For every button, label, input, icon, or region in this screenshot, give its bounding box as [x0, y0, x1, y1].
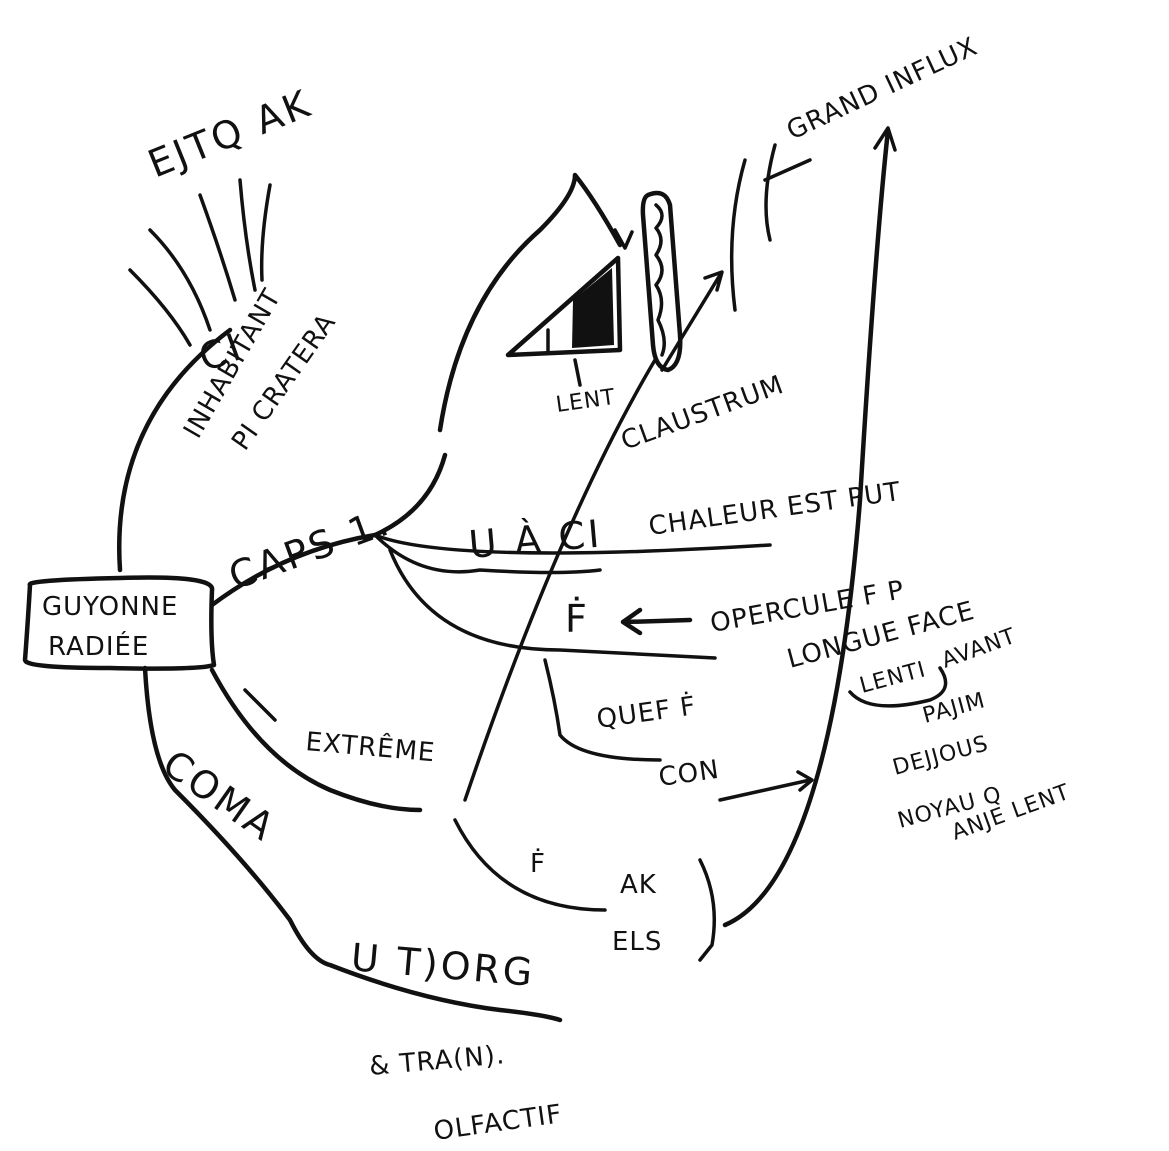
lenti-label: LENTI — [857, 657, 929, 699]
con-arrow — [718, 770, 814, 802]
extreme-hat — [243, 688, 277, 722]
quef-label: QUEF Ḟ — [595, 689, 699, 735]
outer-arc — [117, 327, 233, 573]
extreme-label: EXTRÊME — [304, 725, 436, 768]
center-node: GUYONNE RADIÉE — [22, 575, 217, 671]
f-arrow — [620, 607, 693, 636]
f-lower-label: Ḟ — [530, 847, 546, 879]
utorg-label: U T)ORG — [349, 935, 537, 995]
lent-label: LENT — [554, 385, 617, 418]
tract-label: & TRA(N). — [368, 1040, 506, 1082]
fin-arrow — [613, 228, 634, 250]
claustrum-arrow — [660, 270, 724, 372]
caps-label: CAPS 1. — [223, 499, 397, 598]
claustrum-shape — [640, 190, 683, 373]
f-dot-label: Ḟ — [565, 597, 590, 641]
branch-chaleur — [373, 533, 772, 555]
grand-influx-arc — [722, 127, 891, 928]
grand-influx-arrowhead — [873, 126, 897, 152]
branch-ak — [453, 818, 607, 912]
lentiform-triangle — [505, 255, 623, 358]
center-label-2: RADIÉE — [48, 630, 149, 662]
center-label-1: GUYONNE — [42, 592, 178, 622]
branch-coma — [142, 665, 563, 1023]
u-a-ci-label: U À CI — [467, 511, 604, 566]
lenti-underline — [848, 666, 948, 708]
chaleur-label: CHALEUR EST PUT — [647, 477, 903, 542]
branch-operculle — [373, 533, 602, 575]
els-label: ELS — [612, 927, 662, 957]
attack-label: EJTQ AK — [142, 81, 318, 186]
ak-label: AK — [620, 870, 657, 900]
cortex-outline — [437, 172, 623, 433]
branch-extreme — [209, 667, 423, 813]
con-label: CON — [657, 755, 722, 793]
ak-els-bracket — [698, 858, 717, 962]
partie-2-label: DEJJOUS — [890, 731, 991, 781]
cortex-inner — [372, 452, 448, 538]
partie-1-label: PAJIM — [920, 688, 988, 729]
branch-quef — [543, 658, 662, 762]
grand-influx-label: GRAND INFLUX — [782, 32, 982, 147]
attack-wave-lines — [128, 178, 272, 347]
olfactif-label: OLFACTIF — [432, 1099, 564, 1147]
branch-caps — [209, 532, 378, 608]
lent-pointer — [573, 358, 582, 387]
branch-f — [388, 548, 717, 660]
claustrum-to-extreme — [463, 358, 657, 802]
influx-wave-lines — [729, 143, 812, 312]
